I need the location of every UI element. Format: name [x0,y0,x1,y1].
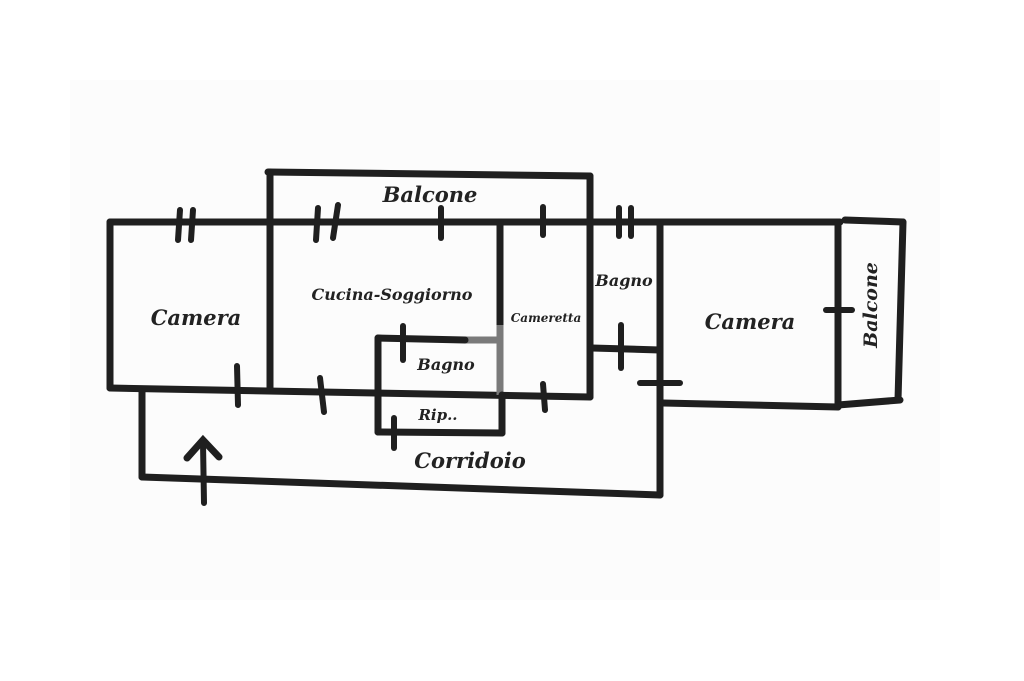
room-label-camera-left: Camera [151,305,242,330]
door-mark [317,375,327,415]
bagno-right-bottom-wall [588,344,664,354]
corridor-bottom-wall [138,473,664,499]
room-label-camera-right: Camera [705,309,796,334]
arrow-up-icon [183,434,223,506]
rip-bottom-wall [374,428,506,437]
door-mark [188,207,196,243]
room-label-cameretta: Cameretta [511,311,581,325]
room-label-balcone-right: Balcone [860,262,882,349]
door-mark [330,202,341,241]
room-label-ripostiglio: Rip.. [417,406,457,424]
room-label-bagno-right: Bagno [594,271,653,290]
bagno-top-wall [374,334,469,344]
camera-right-bottom-wall [659,399,842,411]
paper-background [70,80,940,600]
door-mark [540,381,548,413]
room-label-balcone-top: Balcone [382,182,478,207]
room-label-cucina-soggiorno: Cucina-Soggiorno [312,285,473,304]
balcony-top-wall [264,168,594,180]
walls [106,168,907,499]
door-marks [175,202,855,451]
balcony-right-top [841,216,907,226]
door-mark [175,207,183,243]
room-label-corridoio: Corridoio [414,448,526,473]
balcony-right-bottom [834,396,904,409]
mid-wall [106,384,594,401]
room-label-bagno-inner: Bagno [416,355,475,374]
balcony-right-east [894,218,907,404]
door-mark [234,363,241,408]
door-mark [313,205,321,243]
